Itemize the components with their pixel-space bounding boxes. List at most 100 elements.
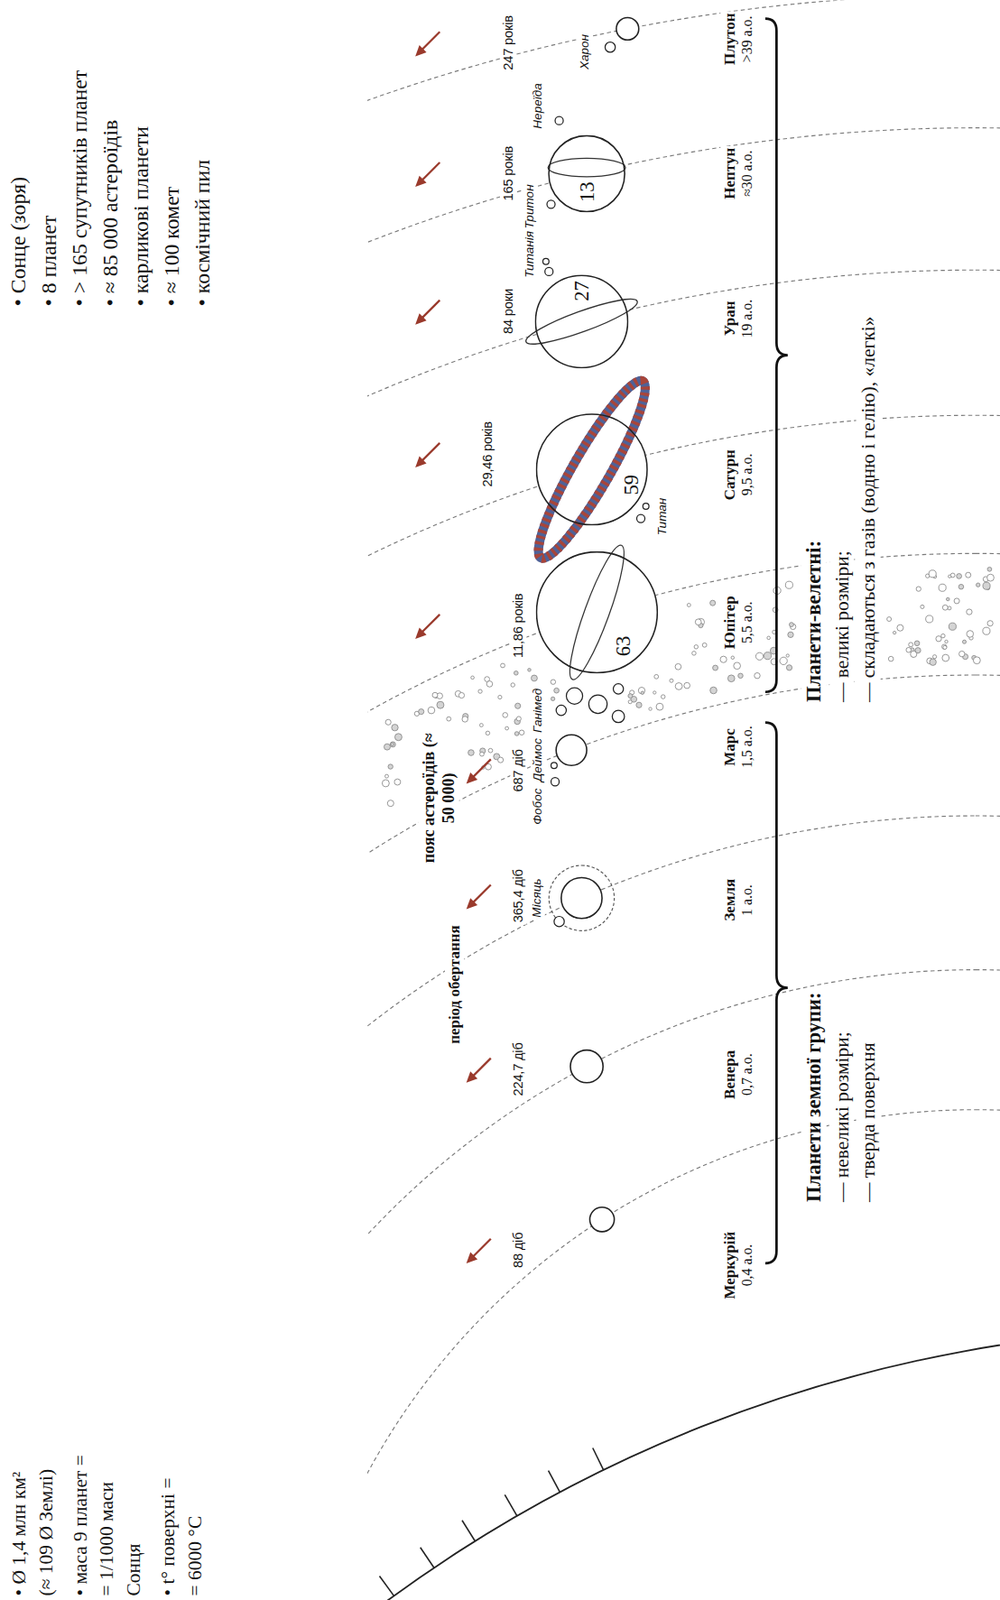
- planet-node: 59: [536, 413, 649, 526]
- asteroid-dot: [892, 630, 896, 634]
- asteroid-dot: [966, 630, 974, 639]
- asteroid-dot: [628, 694, 633, 699]
- label-holder: 247 років: [500, 13, 517, 73]
- planet-distance: 0,7 а.о.: [739, 1051, 758, 1098]
- asteroid-dot: [767, 636, 771, 640]
- asteroid-dot: [486, 681, 493, 688]
- satellite-count: 59: [619, 474, 642, 496]
- label-holder: ≈30 а.о.: [739, 148, 758, 199]
- label-holder: — невеликі розміри;: [829, 1029, 854, 1204]
- planet-disc: [547, 134, 626, 213]
- asteroid-dot: [692, 651, 697, 657]
- orbital-period: 11,86 років: [509, 591, 527, 660]
- sun-tick: [379, 1575, 394, 1596]
- planet-name: Уран: [720, 298, 740, 338]
- label-holder: Місяць: [529, 876, 546, 920]
- asteroid-dot: [485, 731, 490, 735]
- asteroid-dot: [755, 652, 763, 660]
- moon-orbit: [548, 865, 614, 931]
- asteroid-dot: [887, 617, 892, 622]
- sun-tick: [420, 1547, 435, 1568]
- asteroid-dot: [498, 757, 504, 763]
- planet-outline-circle: [548, 135, 625, 212]
- asteroid-dot: [942, 644, 947, 649]
- object-count: • ≈ 100 комет: [157, 185, 186, 309]
- planet-distance: ≈30 а.о.: [739, 148, 758, 199]
- orbit-line: [367, 553, 1000, 1600]
- asteroid-dot: [906, 647, 912, 653]
- moon-disc: [604, 42, 615, 53]
- asteroid-dot: [660, 694, 665, 699]
- asteroid-dot: [946, 597, 951, 602]
- asteroid-dot: [554, 687, 560, 694]
- asteroid-dot: [712, 665, 719, 671]
- orbit-line: [367, 970, 1000, 1600]
- asteroid-dot: [958, 583, 963, 589]
- asteroid-dot: [527, 668, 531, 672]
- orbit-line: [367, 269, 1000, 1600]
- asteroid-dot: [418, 709, 425, 715]
- planet-disc: [534, 274, 629, 369]
- arrow-head: [415, 45, 426, 56]
- asteroid-dot: [471, 675, 475, 680]
- asteroid-dot: [500, 663, 506, 668]
- jupiter-band: [561, 541, 634, 685]
- asteroid-dot: [720, 656, 727, 663]
- label-holder: • карликові планети: [126, 124, 156, 309]
- label-holder: Ганімед: [530, 686, 547, 736]
- moon-name: Ганімед: [530, 686, 547, 736]
- asteroid-dot: [914, 640, 920, 647]
- planet-name: Юпітер: [720, 593, 740, 651]
- asteroid-dot: [502, 712, 509, 719]
- moon-name: Деймос: [530, 736, 547, 785]
- arrow-head: [466, 898, 478, 909]
- asteroid-dot: [897, 624, 904, 631]
- planet-node: 63: [536, 551, 659, 675]
- object-count: • ≈ 85 000 астероїдів: [95, 117, 125, 308]
- moon-name: Титан: [655, 495, 671, 538]
- asteroid-dot: [956, 574, 963, 580]
- group-title: Планети земної групи:: [801, 990, 827, 1204]
- arrow-head: [415, 313, 426, 325]
- asteroid-dot: [390, 742, 394, 746]
- label-holder: Нептун: [720, 146, 740, 202]
- arrow-head: [415, 628, 426, 639]
- planet-name: Плутон: [720, 10, 740, 67]
- column-header: період обертання: [444, 923, 464, 1047]
- asteroid-dot: [959, 650, 965, 657]
- asteroid-dot: [436, 701, 445, 709]
- asteroid-dot: [636, 702, 642, 708]
- asteroid-dot: [786, 665, 792, 671]
- planet-name: Меркурій: [720, 1230, 740, 1302]
- asteroid-dot: [779, 657, 788, 665]
- orbits: [367, 0, 1000, 1600]
- asteroid-dot: [943, 645, 947, 649]
- label-holder: Харон: [577, 32, 593, 73]
- asteroid-dot: [933, 655, 937, 659]
- planet-distance: >39 а.о.: [739, 13, 758, 65]
- asteroid-dot: [915, 648, 921, 654]
- asteroid-dot: [987, 566, 992, 572]
- asteroid-dot: [976, 583, 981, 587]
- sun-limb: [0, 1328, 1000, 1600]
- asteroid-dot: [385, 774, 389, 778]
- label-holder: Титанія: [522, 229, 538, 280]
- asteroid-dot: [941, 633, 945, 638]
- orbit-line: [367, 815, 1000, 1600]
- planet-outline: [536, 413, 649, 526]
- belt-label: пояс астероїдів (≈ 50 000): [418, 726, 460, 870]
- orbit-arrows: [415, 31, 491, 1264]
- asteroid-dot: [727, 675, 735, 683]
- label-holder: • Ø 1,4 млн км² (≈ 109 Ø Землі): [6, 1459, 60, 1597]
- moon-name: Фобос: [530, 786, 547, 827]
- asteroid-dot: [385, 719, 391, 725]
- asteroid-dot: [785, 581, 793, 589]
- asteroid-dot: [925, 615, 934, 623]
- object-count: • Сонце (зоря): [4, 175, 34, 309]
- asteroid-dot: [675, 683, 683, 691]
- arrow-head: [466, 1071, 478, 1083]
- label-holder: 0,4 а.о.: [739, 1241, 758, 1288]
- moon-name: Титанія: [522, 229, 538, 280]
- sun-tick: [504, 1494, 518, 1516]
- planet-outline: [536, 551, 659, 675]
